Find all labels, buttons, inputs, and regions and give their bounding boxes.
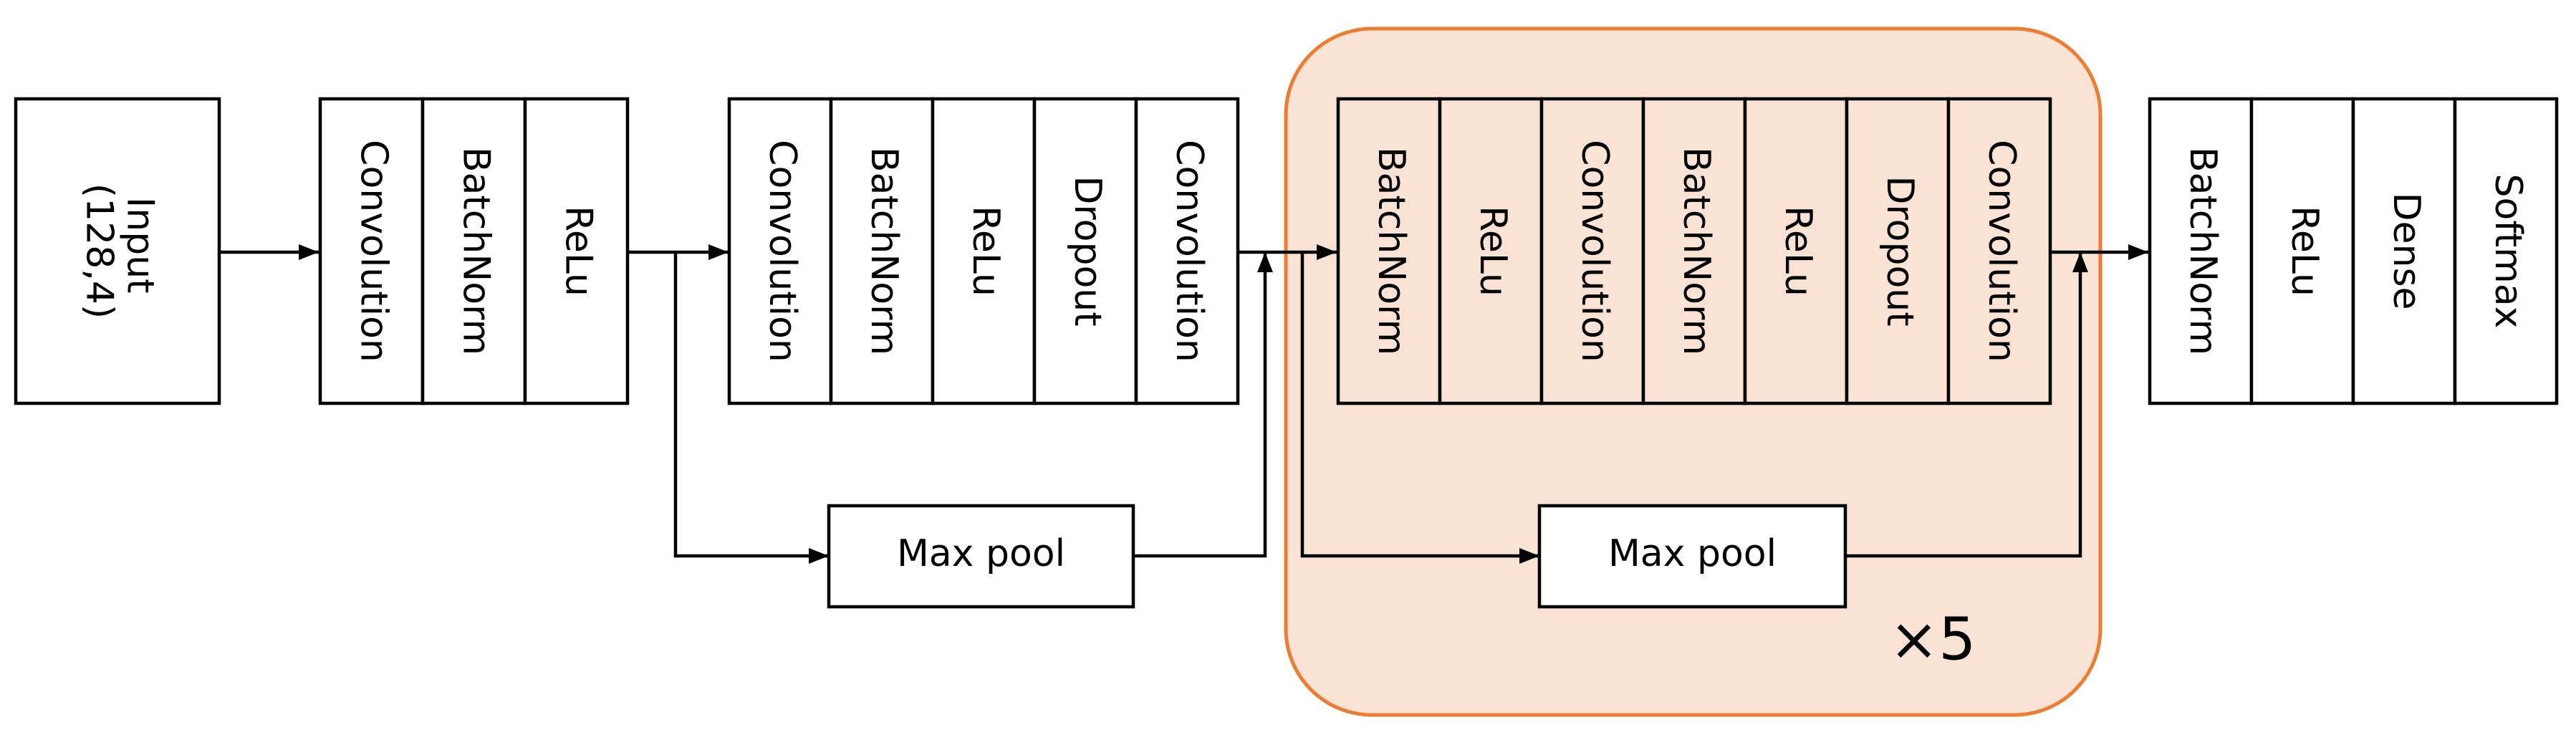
stage3-layer-convolution: Convolution xyxy=(1539,97,1645,405)
skip1-return-line xyxy=(1133,252,1267,558)
stage2-layer-dropout: Dropout xyxy=(1032,97,1138,405)
arrowhead-icon xyxy=(2072,252,2088,272)
stage3-layer-batchnorm: BatchNorm xyxy=(1336,97,1442,405)
stage2-layer-convolution: Convolution xyxy=(1134,97,1240,405)
stage4-layer-softmax: Softmax xyxy=(2453,97,2559,405)
arrowhead-icon xyxy=(1257,252,1273,272)
stage2-block: Convolution BatchNorm ReLu Dropout Convoluti… xyxy=(727,97,1240,405)
skip2-maxpool-box: Max pool xyxy=(1537,504,1847,609)
arrowhead-icon xyxy=(708,244,729,260)
stage3-layer-dropout: Dropout xyxy=(1845,97,1951,405)
skip1-maxpool-box: Max pool xyxy=(827,504,1135,609)
layer-label: Convolution xyxy=(352,140,395,362)
arrowhead-icon xyxy=(299,244,319,260)
stage4-block: BatchNorm ReLu Dense Softmax xyxy=(2148,97,2559,405)
connectors xyxy=(219,244,2148,564)
stage3-layer-convolution: Convolution xyxy=(1946,97,2052,405)
layer-label: Dropout xyxy=(1878,176,1921,326)
arrowhead-icon xyxy=(1519,548,1539,564)
layer-label: Convolution xyxy=(1168,140,1211,362)
stage3-layer-batchnorm: BatchNorm xyxy=(1641,97,1747,405)
layer-label: ReLu xyxy=(964,206,1007,297)
repeat-count-label: ×5 xyxy=(1890,605,1976,673)
arrowhead-icon xyxy=(2128,244,2148,260)
layer-label: Softmax xyxy=(2486,174,2529,329)
stage1-layer-relu: ReLu xyxy=(523,97,630,405)
arrowhead-icon xyxy=(1317,244,1337,260)
skip1-branch-line xyxy=(673,252,829,558)
stage3-layer-relu: ReLu xyxy=(1743,97,1849,405)
svg-text:Input (128,4): Input (128,4) xyxy=(77,183,161,319)
layer-label: BatchNorm xyxy=(2181,147,2224,355)
skip2-return-line xyxy=(1845,252,2082,558)
stage1-layer-convolution: Convolution xyxy=(318,97,425,405)
layer-label: BatchNorm xyxy=(1675,147,1718,355)
stage4-layer-dense: Dense xyxy=(2351,97,2457,405)
skip2-branch-line xyxy=(1300,252,1539,558)
stage2-layer-relu: ReLu xyxy=(931,97,1037,405)
stage3-layer-relu: ReLu xyxy=(1438,97,1544,405)
layer-label: ReLu xyxy=(1471,206,1514,297)
stage1-block: Convolution BatchNorm ReLu xyxy=(318,97,630,405)
skip1-maxpool-label: Max pool xyxy=(897,532,1065,575)
layer-label: Dropout xyxy=(1066,176,1109,326)
stage2-layer-batchnorm: BatchNorm xyxy=(829,97,935,405)
layer-label: Dense xyxy=(2385,192,2428,309)
input-label: Input xyxy=(119,197,162,294)
stage4-layer-relu: ReLu xyxy=(2249,97,2355,405)
input-shape-label: (128,4) xyxy=(77,183,120,319)
input-block: Input (128,4) xyxy=(14,97,221,405)
stage4-layer-batchnorm: BatchNorm xyxy=(2148,97,2254,405)
layer-label: ReLu xyxy=(2283,206,2326,297)
arrowhead-icon xyxy=(809,548,829,564)
layer-label: Convolution xyxy=(1980,140,2023,362)
stage2-layer-convolution: Convolution xyxy=(727,97,833,405)
stage3-block: BatchNorm ReLu Convolution BatchNorm ReLu Dro… xyxy=(1336,97,2052,405)
layer-label: ReLu xyxy=(1777,206,1820,297)
layer-label: BatchNorm xyxy=(1370,147,1413,355)
stage1-layer-batchnorm: BatchNorm xyxy=(420,97,527,405)
layer-label: Convolution xyxy=(761,140,804,362)
skip2-maxpool-label: Max pool xyxy=(1608,532,1777,575)
layer-label: Convolution xyxy=(1573,140,1616,362)
layer-label: BatchNorm xyxy=(455,147,498,355)
layer-label: ReLu xyxy=(557,206,600,297)
layer-label: BatchNorm xyxy=(862,147,905,355)
